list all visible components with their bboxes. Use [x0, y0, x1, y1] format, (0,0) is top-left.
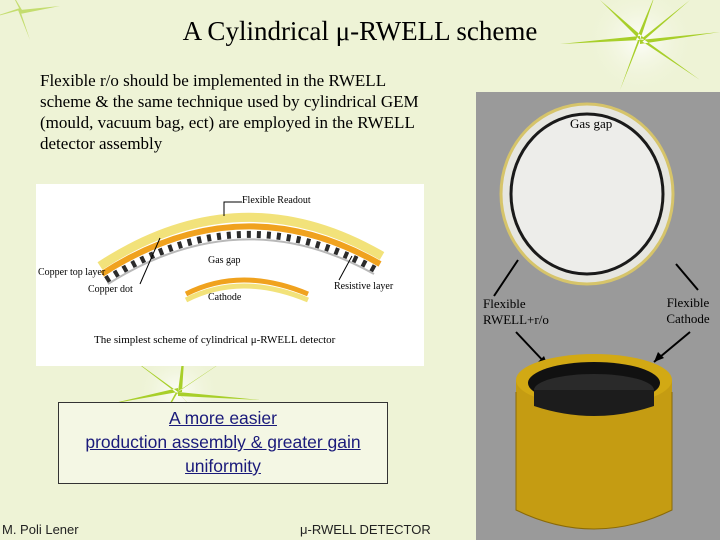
slide-title: A Cylindrical μ-RWELL scheme [182, 16, 538, 46]
label-gas-gap-left: Gas gap [208, 255, 241, 266]
intro-text: Flexible r/o should be implemented in th… [40, 71, 419, 153]
label-copper-top-layer: Copper top layer [38, 267, 106, 278]
star-top-right-icon [560, 0, 720, 95]
callout-box: A more easier production assembly & grea… [58, 402, 388, 484]
label-flexible-rwell-line1: Flexible [483, 296, 526, 311]
schematic-drawing [36, 184, 424, 366]
star-top-left-icon [0, 0, 60, 40]
footer-author: M. Poli Lener [2, 522, 79, 537]
label-flexible-cathode-line2: Cathode [666, 311, 710, 326]
label-cathode: Cathode [208, 292, 242, 303]
cylinder-drawing [476, 92, 720, 540]
label-resistive-layer: Resistive layer [334, 281, 394, 292]
callout-line2: production assembly & greater gain [85, 432, 361, 452]
callout-line1: A more easier [169, 408, 277, 428]
cylinder-render: Gas gap Flexible RWELL+r/o Flexible Cath… [476, 92, 720, 540]
label-flexible-rwell-line2: RWELL+r/o [483, 312, 549, 327]
label-flexible-cathode: Flexible Cathode [660, 295, 716, 327]
label-flexible-cathode-line1: Flexible [666, 295, 710, 310]
schematic-caption: The simplest scheme of cylindrical μ-RWE… [94, 334, 336, 346]
callout-line3: uniformity [185, 456, 261, 476]
label-flexible-rwell: Flexible RWELL+r/o [483, 296, 549, 328]
label-gas-gap-right: Gas gap [570, 116, 613, 131]
label-copper-dot: Copper dot [88, 284, 133, 295]
footer-title: μ-RWELL DETECTOR [300, 522, 431, 537]
cylindrical-rwell-schematic: Flexible Readout Gas gap Copper top laye… [36, 184, 424, 366]
label-flexible-readout: Flexible Readout [242, 195, 311, 206]
